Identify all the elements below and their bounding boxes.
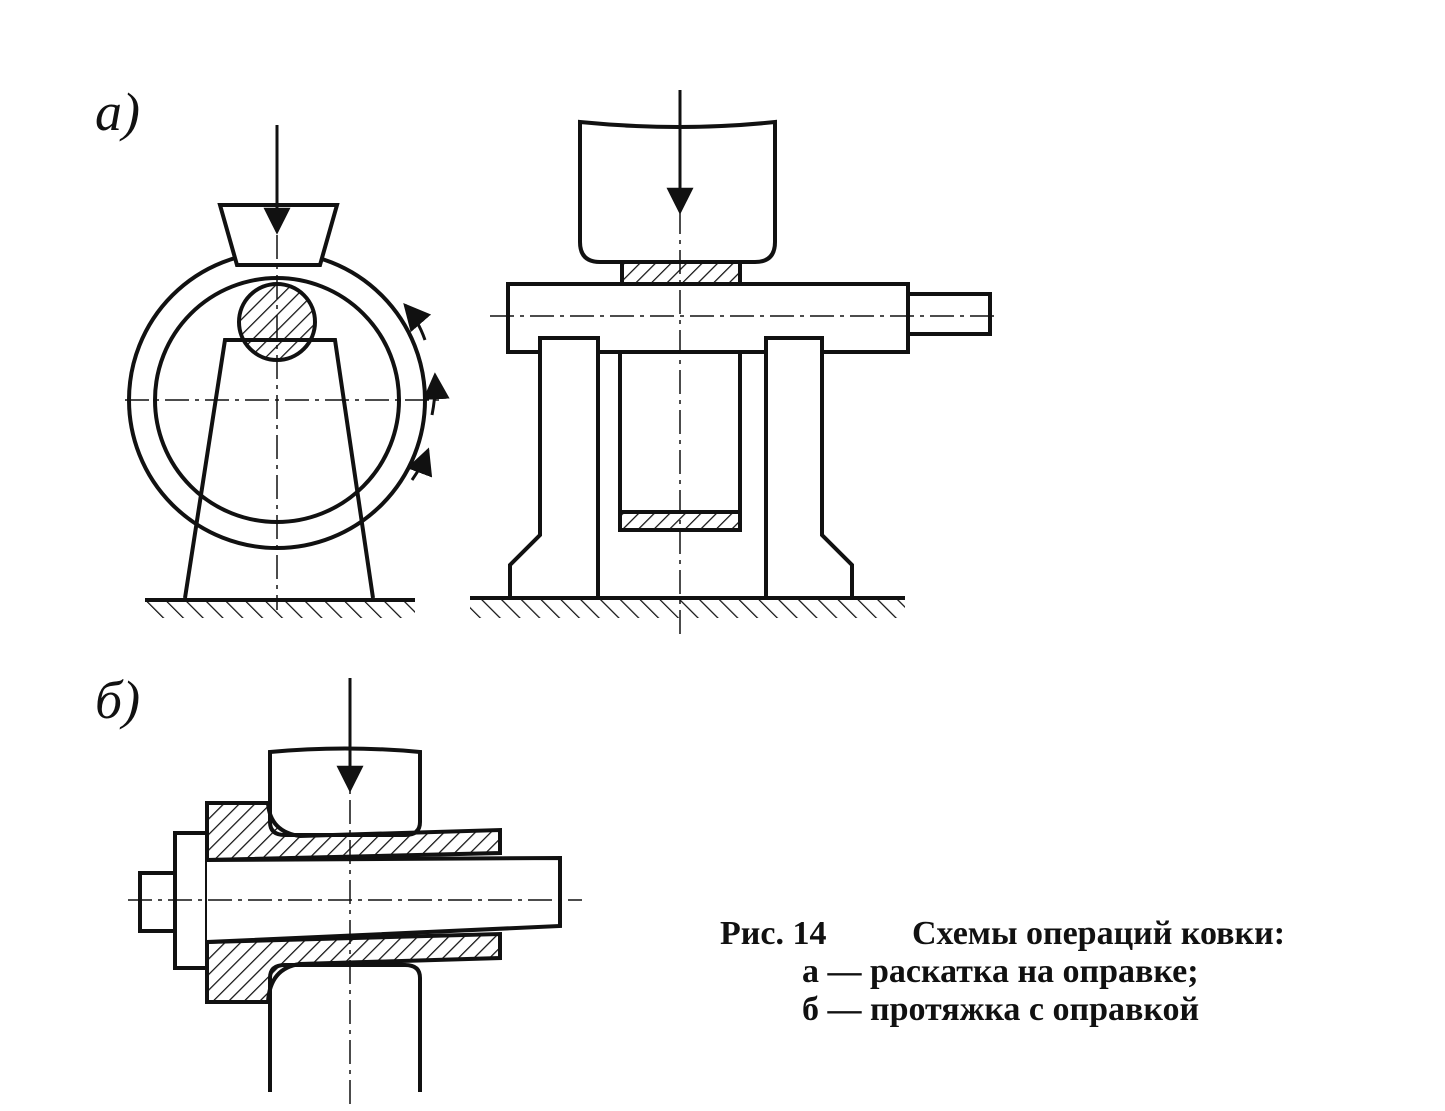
drawing-with-mandrel <box>128 678 582 1105</box>
caption-line-a: а — раскатка на оправке; <box>802 953 1199 990</box>
side-ground-hatch <box>470 598 905 618</box>
rotation-arrow-2 <box>422 372 450 416</box>
panel-b-label: б) <box>95 670 140 730</box>
figure-number: Рис. 14 <box>720 915 827 952</box>
ring-rolling-side-view <box>470 90 1000 635</box>
panel-a-label: а) <box>95 82 140 142</box>
upper-die <box>217 203 340 267</box>
rotation-arrow-1 <box>406 447 433 481</box>
figure-caption: Рис. 14 Схемы операций ковки: а — раскатк… <box>720 915 1285 1029</box>
support-stand <box>183 338 375 599</box>
ground-hatch <box>145 600 415 618</box>
workpiece-lower <box>205 931 502 1004</box>
caption-line-b: б — протяжка с оправкой <box>802 991 1200 1028</box>
figure-title: Схемы операций ковки: <box>912 915 1286 952</box>
ring-rolling-front-view <box>125 125 450 618</box>
side-upper-die <box>578 119 777 264</box>
side-workpiece-top <box>620 260 742 286</box>
right-support <box>764 336 854 600</box>
b-lower-die <box>268 963 422 1092</box>
rotation-arrow-3 <box>403 302 432 341</box>
b-upper-die <box>268 746 422 837</box>
workpiece-upper <box>205 801 502 863</box>
mandrel-handle <box>138 871 177 933</box>
left-support <box>508 336 600 600</box>
mandrel-shaft <box>906 292 992 336</box>
